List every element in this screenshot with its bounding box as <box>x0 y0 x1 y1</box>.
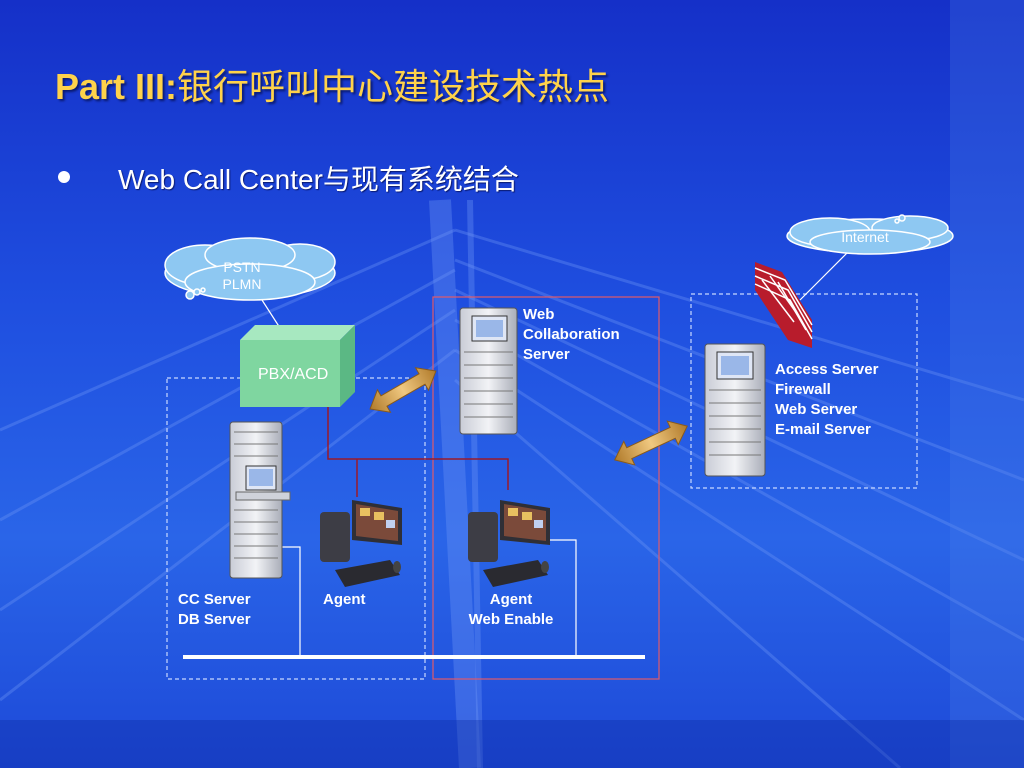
internet-to-firewall-link <box>799 251 849 301</box>
agent-web-line-2: Web Enable <box>468 611 554 628</box>
title-prefix: Part III: <box>55 66 178 107</box>
pbx-box <box>240 325 355 407</box>
slide-title: Part III:银行呼叫中心建设技术热点 <box>55 58 609 110</box>
agent-web-enable-label: Agent Web Enable <box>455 590 567 630</box>
access-line-1: Access Server <box>775 361 879 378</box>
firewall-icon <box>754 262 813 348</box>
web-collab-line-1: Web <box>523 306 555 323</box>
agent-web-line-1: Agent <box>489 591 533 608</box>
title-chinese: 银行呼叫中心建设技术热点 <box>177 66 610 107</box>
double-arrow-icon <box>614 420 688 466</box>
pbx-acd-label: PBX/ACD <box>258 366 329 383</box>
pstn-cloud-label: PSTN PLMN <box>212 259 272 293</box>
web-region <box>432 296 660 680</box>
cloud-icon <box>786 214 954 255</box>
internet-dmz-region <box>690 293 918 489</box>
lan-links <box>280 539 577 657</box>
agent-workstation-icon <box>320 500 402 587</box>
web-collab-line-2: Collaboration <box>523 326 620 343</box>
bullet-text: Web Call Center与现有系统结合 <box>118 164 519 195</box>
cc-server-line-1: CC Server <box>178 591 251 608</box>
access-server-icon <box>704 343 766 477</box>
cc-server-line-2: DB Server <box>178 611 251 628</box>
access-line-3: Web Server <box>775 401 858 418</box>
access-line-2: Firewall <box>775 381 831 398</box>
agent-label: Agent <box>323 591 366 608</box>
bullet-dot <box>58 171 70 183</box>
web-collaboration-server-icon <box>459 307 518 435</box>
web-collab-line-3: Server <box>523 346 570 363</box>
double-arrow-icon <box>369 367 437 413</box>
pstn-label: PSTN <box>223 259 261 275</box>
cc-server-icon <box>229 421 291 579</box>
cloud-icon <box>164 237 336 301</box>
access-line-4: E-mail Server <box>775 421 871 438</box>
pstn-to-pbx-link <box>261 299 281 329</box>
plmn-label: PLMN <box>222 276 262 292</box>
web-collaboration-server-label: Web Collaboration Server <box>523 305 620 365</box>
pbx-links <box>327 395 509 497</box>
cc-server-label: CC Server DB Server <box>178 590 251 630</box>
internet-label: Internet <box>841 229 889 245</box>
agent-web-workstation-icon <box>468 500 550 587</box>
access-server-label: Access Server Firewall Web Server E-mail… <box>775 360 878 440</box>
